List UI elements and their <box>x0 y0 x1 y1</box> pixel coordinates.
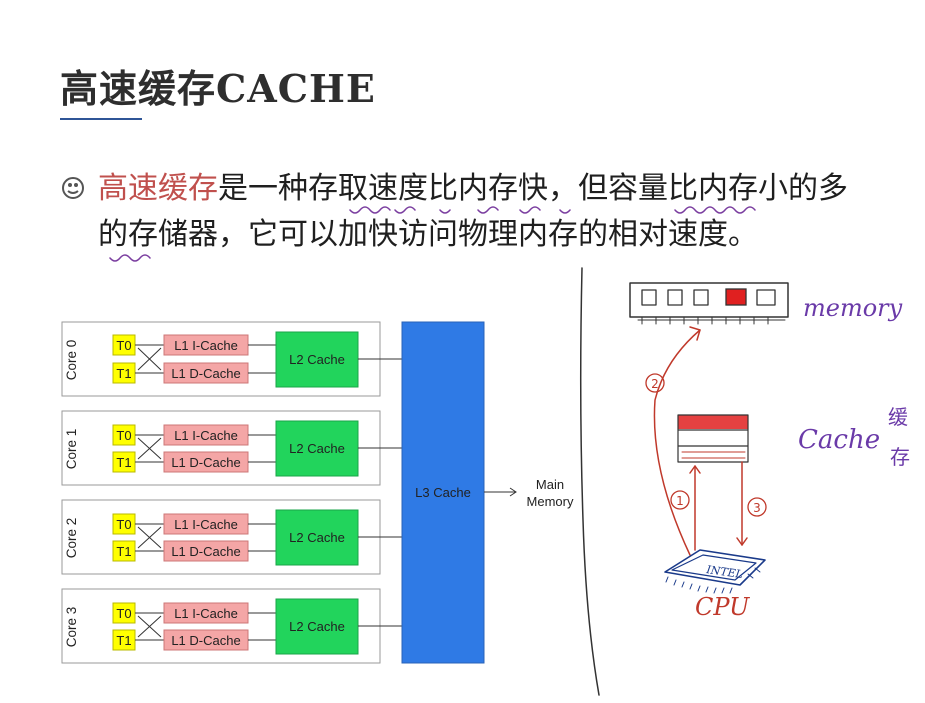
l2-label: L2 Cache <box>289 530 345 545</box>
step-3-label: 3 <box>753 501 761 515</box>
cpu-annotation: CPU <box>695 593 750 621</box>
step-1-label: 1 <box>676 494 684 508</box>
bullet-icon <box>62 177 84 199</box>
cpu-chip-sketch <box>664 549 766 594</box>
l1d-label: L1 D-Cache <box>171 544 240 559</box>
main-memory-label-line2: Memory <box>527 494 574 509</box>
t0-label: T0 <box>116 428 131 443</box>
bullet-highlight: 高速缓存 <box>98 171 218 206</box>
l3-to-memory-arrow <box>484 487 517 497</box>
t0-label: T0 <box>116 338 131 353</box>
step-2-label: 2 <box>651 377 659 391</box>
l1d-label: L1 D-Cache <box>171 633 240 648</box>
l1i-label: L1 I-Cache <box>174 606 238 621</box>
cache-cn-annotation-2: 存 <box>890 445 910 469</box>
handwritten-divider <box>579 267 600 696</box>
main-memory-label-line1: Main <box>536 477 564 492</box>
core-label: Core 3 <box>64 607 79 648</box>
l3-label: L3 Cache <box>415 485 471 500</box>
handwritten-memory-sketch <box>629 282 789 325</box>
cache-cn-annotation-1: 缓 <box>888 405 908 429</box>
t0-label: T0 <box>116 517 131 532</box>
chip-annotation: INTEL <box>705 563 744 581</box>
cache-annotation: Cache <box>798 425 880 455</box>
core-label: Core 0 <box>64 340 79 381</box>
l1i-label: L1 I-Cache <box>174 428 238 443</box>
l1i-label: L1 I-Cache <box>174 517 238 532</box>
l2-label: L2 Cache <box>289 441 345 456</box>
bullet-text: 是一种存取速度比内存快，但容量比内存小的多的存储器，它可以加快访问物理内存的相对… <box>98 171 848 252</box>
l2-label: L2 Cache <box>289 619 345 634</box>
l1i-label: L1 I-Cache <box>174 338 238 353</box>
l3-cache-block <box>401 321 485 664</box>
core-label: Core 2 <box>64 518 79 559</box>
handwritten-cache-sketch <box>677 414 749 463</box>
memory-annotation: memory <box>803 294 903 322</box>
arrow-cpu-to-memory <box>653 329 701 556</box>
handwritten-underline <box>109 206 756 262</box>
core-label: Core 1 <box>64 429 79 470</box>
core-1: Core 1 T0 T1 L1 I-Cache L1 D-Cache L2 Ca… <box>61 410 402 486</box>
core-0: Core 0 T0 T1 L1 I-Cache L1 D-Cache L2 Ca… <box>61 321 402 397</box>
l2-label: L2 Cache <box>289 352 345 367</box>
core-3: Core 3 T0 T1 L1 I-Cache L1 D-Cache L2 Ca… <box>61 588 402 664</box>
bullet-paragraph: 高速缓存是一种存取速度比内存快，但容量比内存小的多的存储器，它可以加快访问物理内… <box>98 166 858 258</box>
t1-label: T1 <box>116 633 131 648</box>
slide-title: 高速缓存CACHE <box>60 66 376 111</box>
t0-label: T0 <box>116 606 131 621</box>
t1-label: T1 <box>116 455 131 470</box>
l1d-label: L1 D-Cache <box>171 455 240 470</box>
title-underline <box>60 118 142 120</box>
core-2: Core 2 T0 T1 L1 I-Cache L1 D-Cache L2 Ca… <box>61 499 402 575</box>
t1-label: T1 <box>116 366 131 381</box>
t1-label: T1 <box>116 544 131 559</box>
l1d-label: L1 D-Cache <box>171 366 240 381</box>
